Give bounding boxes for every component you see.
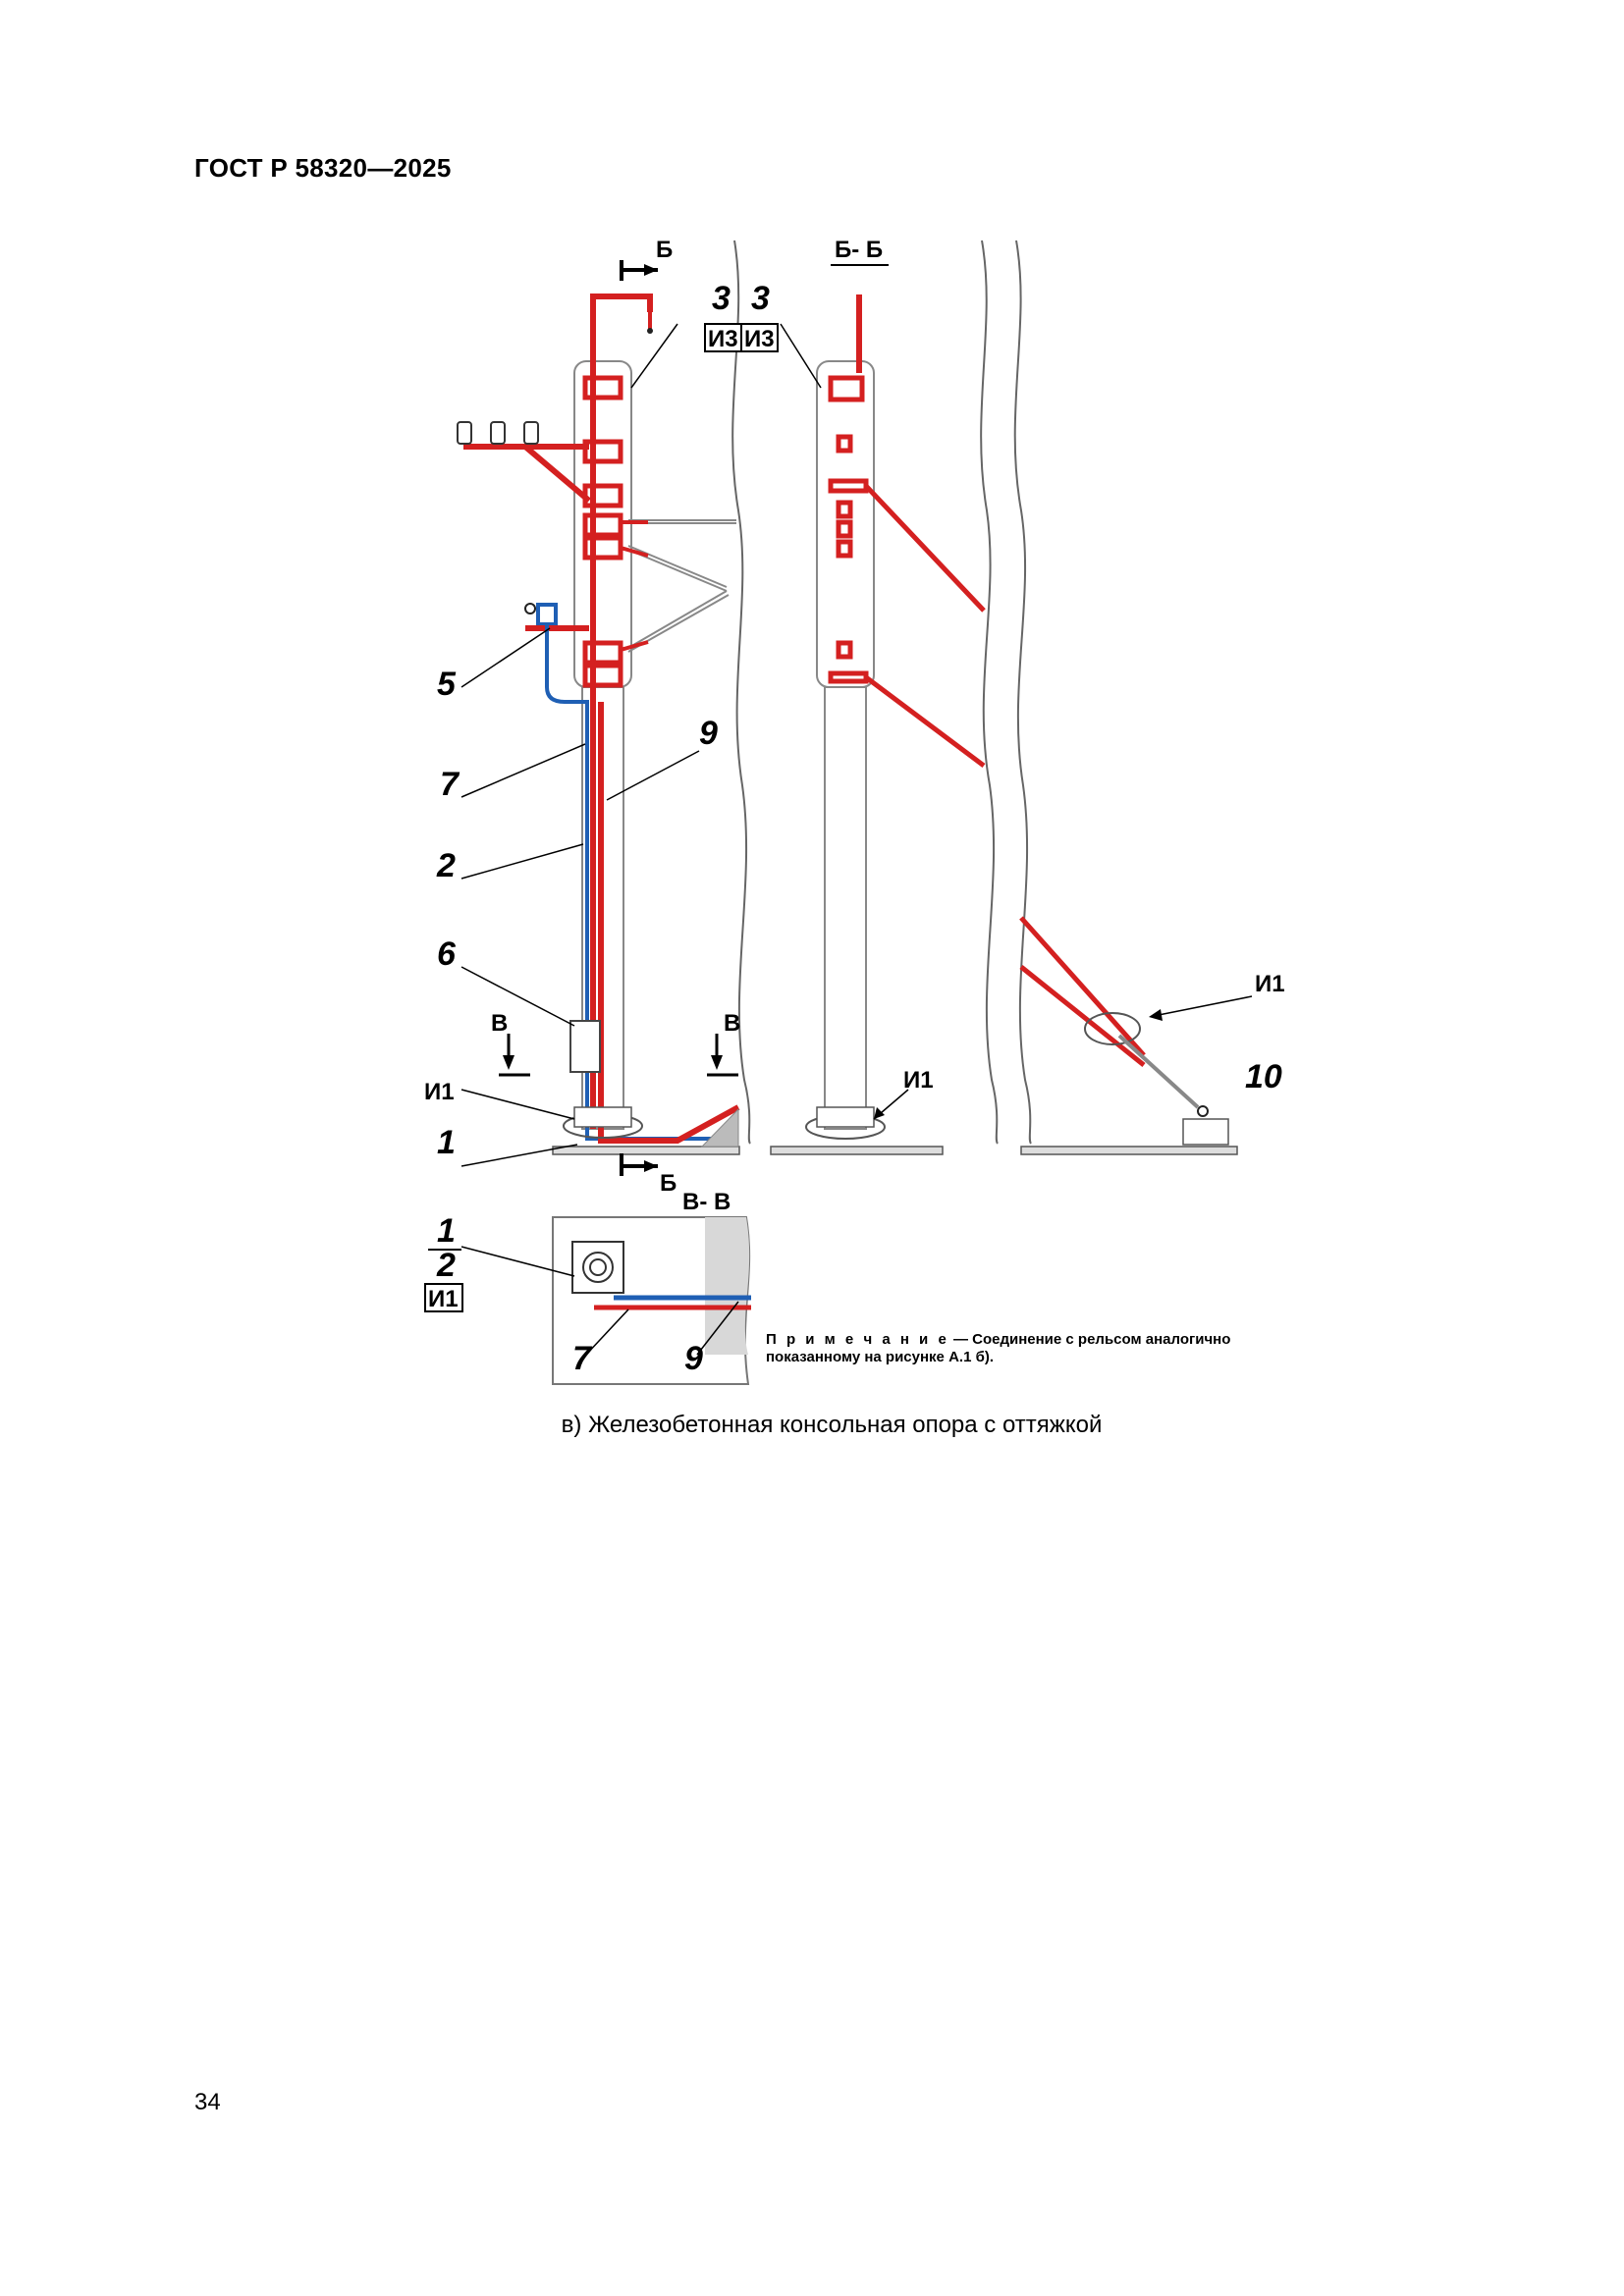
callout-5: 5 bbox=[437, 666, 457, 703]
callout-i1-left: И1 bbox=[424, 1079, 455, 1105]
callout-9: 9 bbox=[699, 715, 718, 752]
label-v-right: В bbox=[724, 1010, 740, 1037]
top-bracket bbox=[590, 294, 653, 1129]
callout-2-vv: 2 bbox=[436, 1247, 456, 1284]
callout-3b: 3 bbox=[751, 280, 770, 317]
callout-10: 10 bbox=[1245, 1058, 1282, 1095]
cross-arm bbox=[463, 444, 591, 504]
callout-i1-right: И1 bbox=[1255, 971, 1285, 997]
section-v-v: В- В 1 2 И1 7 9 bbox=[424, 1189, 751, 1385]
callout-3a: 3 bbox=[712, 280, 731, 317]
callout-i1-mid: И1 bbox=[903, 1067, 934, 1094]
red-cable bbox=[598, 702, 740, 1144]
callout-i3a: И3 bbox=[708, 326, 738, 352]
break-line bbox=[731, 240, 751, 1145]
page-number: 34 bbox=[194, 2089, 221, 2115]
callout-i1-vv: И1 bbox=[428, 1286, 459, 1312]
blue-cable bbox=[545, 624, 727, 1141]
callout-1: 1 bbox=[437, 1124, 456, 1161]
label-b-b: Б- Б bbox=[835, 237, 883, 263]
guy-view: И1 10 bbox=[980, 240, 1285, 1155]
callout-7-vv: 7 bbox=[572, 1340, 593, 1377]
callout-7: 7 bbox=[440, 766, 460, 803]
label-b-top: Б bbox=[656, 237, 673, 263]
note-line-2: показанному на рисунке А.1 б). bbox=[766, 1349, 995, 1365]
callout-2: 2 bbox=[436, 847, 456, 884]
figure-note: П р и м е ч а н и е — Соединение с рельс… bbox=[766, 1331, 1230, 1366]
callout-i3b: И3 bbox=[744, 326, 775, 352]
box-6 bbox=[569, 1020, 601, 1073]
figure-caption: в) Железобетонная консольная опора с отт… bbox=[561, 1412, 1103, 1438]
document-header: ГОСТ Р 58320—2025 bbox=[194, 153, 452, 183]
label-v-left: В bbox=[491, 1010, 508, 1037]
label-v-v: В- В bbox=[682, 1189, 731, 1215]
note-line-1: — Соединение с рельсом аналогично bbox=[948, 1331, 1231, 1348]
device-5 bbox=[536, 603, 558, 626]
callout-1-vv: 1 bbox=[437, 1212, 456, 1250]
label-b-bottom: Б bbox=[660, 1170, 677, 1197]
note-lead: П р и м е ч а н и е bbox=[766, 1331, 949, 1348]
callout-9-vv: 9 bbox=[684, 1340, 703, 1377]
ballast bbox=[700, 1107, 739, 1148]
section-b-b: Б- Б И1 bbox=[770, 237, 986, 1155]
main-view: Б Б В В 3 3 И3 И3 5 9 7 2 6 И1 1 bbox=[424, 237, 779, 1197]
ground-line bbox=[552, 1146, 740, 1155]
callout-6: 6 bbox=[437, 935, 457, 973]
